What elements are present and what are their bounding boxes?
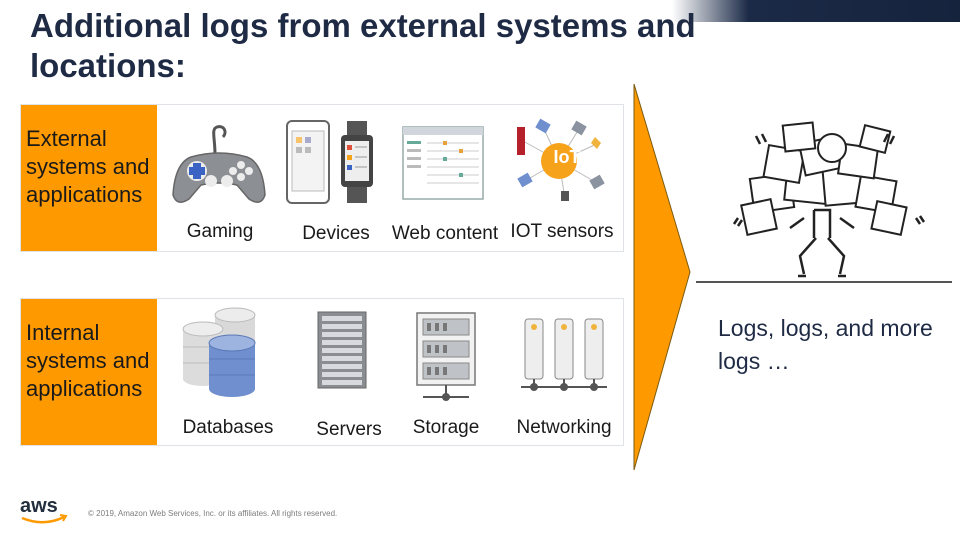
devices-item: Devices [283, 105, 389, 251]
networking-item: Networking [505, 299, 623, 445]
external-systems-row: External systems and applications Gaming [20, 104, 624, 252]
iot-sensors-icon [517, 118, 605, 201]
stick-figure-carrying-logs-icon [696, 121, 952, 283]
external-category-label: External systems and applications [21, 105, 157, 251]
copyright-notice: © 2019, Amazon Web Services, Inc. or its… [88, 509, 338, 518]
storage-label: Storage [412, 417, 480, 438]
databases-label: Databases [182, 417, 274, 438]
logs-caption: Logs, logs, and more logs … [718, 315, 933, 374]
networking-icon [521, 318, 607, 391]
aws-logo-text: aws [20, 495, 58, 517]
iot-sensors-item: IoT IOT sensors [501, 105, 623, 251]
web-content-icon [402, 126, 484, 200]
orange-arrow-icon [633, 83, 691, 471]
web-content-item: Web content [387, 105, 503, 251]
storage-item: Storage [403, 299, 489, 445]
devices-label: Devices [302, 223, 370, 244]
internal-systems-row: Internal systems and applications Databa… [20, 298, 624, 446]
internal-category-label: Internal systems and applications [21, 299, 157, 445]
iot-badge-text: IoT [553, 147, 581, 167]
aws-logo: aws [20, 495, 68, 524]
networking-label: Networking [516, 417, 612, 438]
top-banner [0, 0, 960, 22]
web-content-label: Web content [391, 223, 499, 244]
iot-sensors-label: IOT sensors [510, 221, 614, 242]
storage-icon [416, 312, 476, 401]
gaming-label: Gaming [186, 221, 254, 242]
server-rack-icon [317, 311, 367, 389]
servers-item: Servers [299, 299, 399, 445]
databases-item: Databases [171, 299, 285, 445]
servers-label: Servers [316, 419, 382, 440]
databases-icon [182, 307, 256, 397]
gaming-item: Gaming [165, 105, 275, 251]
slide-title: Additional logs from external systems an… [30, 7, 696, 84]
devices-icon [286, 120, 373, 204]
game-controller-icon [172, 125, 266, 203]
